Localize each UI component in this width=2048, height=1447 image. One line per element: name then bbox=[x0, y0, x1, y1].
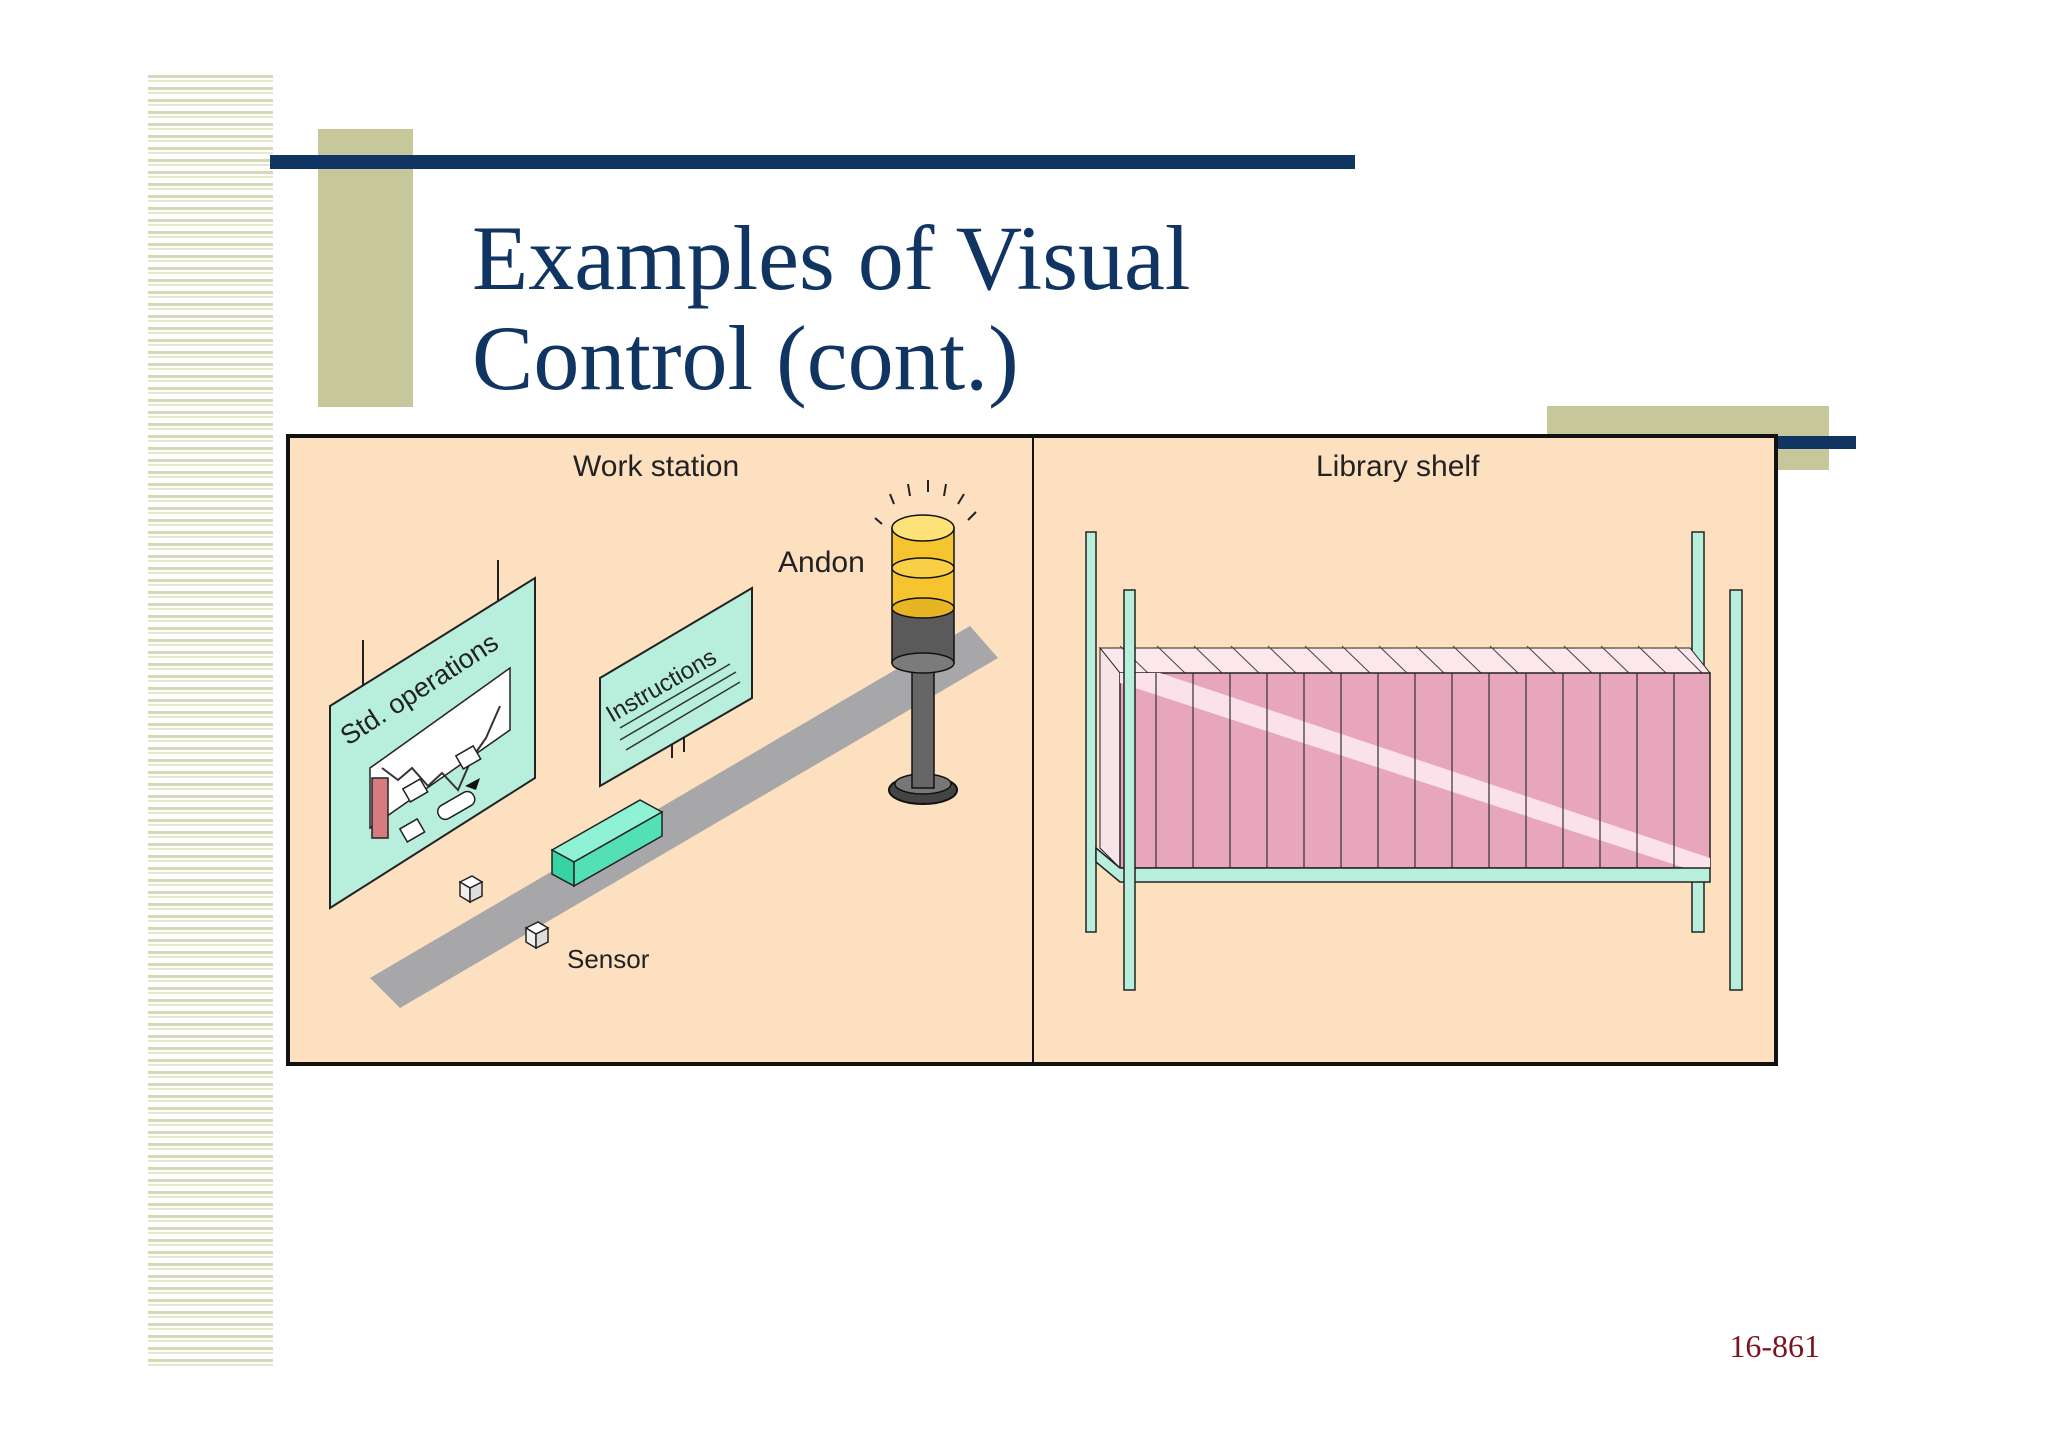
title-accent-block bbox=[318, 129, 413, 407]
title-rule bbox=[270, 155, 1355, 169]
library-shelf-heading: Library shelf bbox=[1316, 450, 1480, 483]
shelf-post-front-right bbox=[1729, 589, 1743, 991]
slide-title: Examples of Visual Control (cont.) bbox=[472, 208, 1372, 408]
sensor-label: Sensor bbox=[567, 944, 650, 974]
sensor-cube-2 bbox=[524, 921, 550, 950]
page-number: 16-861 bbox=[1729, 1328, 1820, 1364]
std-operations-board: Std. operations bbox=[329, 576, 536, 910]
work-station-illustration: Std. operations Instructions bbox=[329, 480, 998, 1008]
andon-light bbox=[874, 480, 977, 805]
workpiece-block bbox=[550, 799, 664, 888]
figure-illustration: Std. operations Instructions bbox=[329, 438, 1743, 1062]
sensor-cube-1 bbox=[458, 875, 484, 904]
andon-label: Andon bbox=[778, 546, 865, 579]
slide-title-line2: Control (cont.) bbox=[472, 307, 1019, 409]
shelf-board bbox=[1095, 846, 1711, 883]
conveyor-belt bbox=[370, 626, 998, 1008]
visual-control-figure: Std. operations Instructions bbox=[286, 434, 1778, 1066]
work-station-heading: Work station bbox=[573, 450, 740, 483]
library-shelf-illustration bbox=[1085, 531, 1743, 991]
shelf-post-back-left bbox=[1085, 531, 1097, 933]
decorative-stripes bbox=[148, 75, 273, 1370]
right-rule bbox=[1760, 436, 1856, 449]
slide-title-line1: Examples of Visual bbox=[472, 207, 1191, 309]
shelf-post-front-left bbox=[1123, 589, 1136, 991]
instructions-board: Instructions bbox=[599, 586, 753, 788]
